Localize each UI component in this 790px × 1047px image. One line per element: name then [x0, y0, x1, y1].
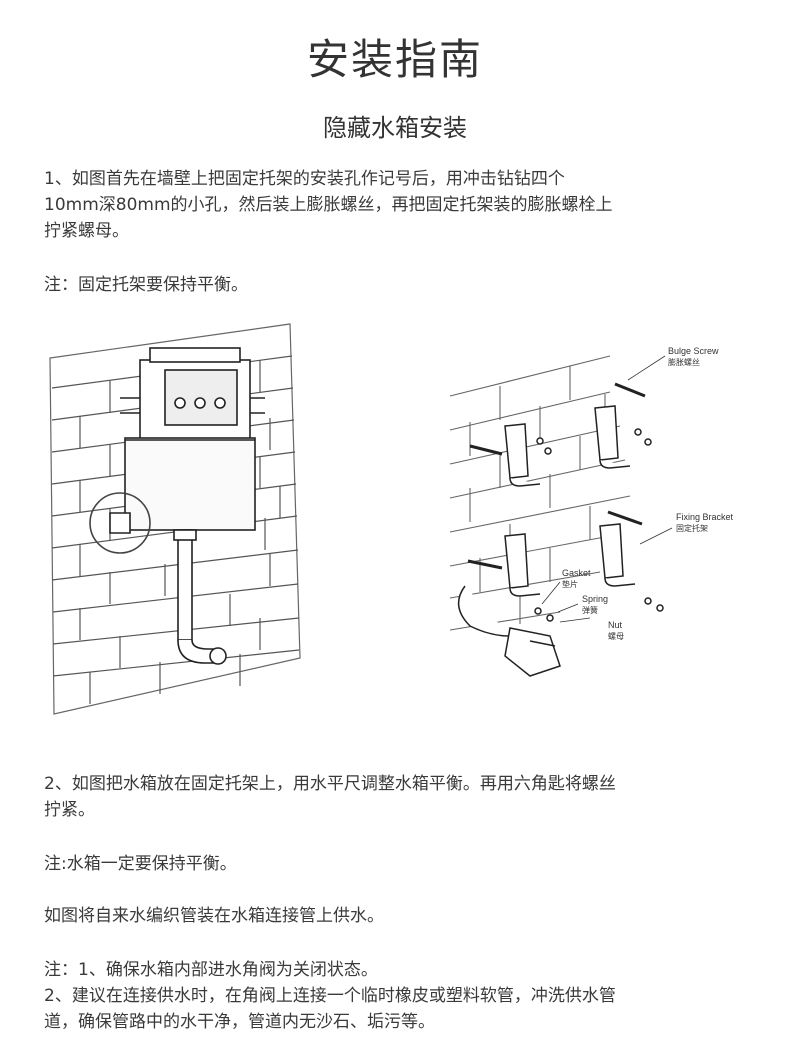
step-1-line-1: 1、如图首先在墙壁上把固定托架的安装孔作记号后，用冲击钻钻四个: [44, 169, 565, 189]
label-bulge-screw-en: Bulge Screw: [668, 346, 719, 356]
notes-3-paragraph: 注：1、确保水箱内部进水角阀为关闭状态。 2、建议在连接供水时，在角阀上连接一个…: [44, 957, 754, 1035]
notes-3-line-3: 道，确保管路中的水干净，管道内无沙石、垢污等。: [44, 1012, 435, 1032]
label-fixing-bracket-cn: 固定托架: [676, 523, 708, 533]
step-1-line-3: 拧紧螺母。: [44, 221, 129, 241]
step-2-paragraph: 2、如图把水箱放在固定托架上，用水平尺调整水箱平衡。再用六角匙将螺丝 拧紧。: [44, 771, 754, 823]
label-spring-cn: 弹簧: [582, 605, 598, 615]
label-fixing-bracket-en: Fixing Bracket: [676, 512, 734, 522]
notes-3-line-1: 注：1、确保水箱内部进水角阀为关闭状态。: [44, 960, 378, 980]
note-2: 注:水箱一定要保持平衡。: [44, 854, 237, 874]
note-1: 注：固定托架要保持平衡。: [44, 275, 248, 295]
bracket-diagram: Bulge Screw 膨胀螺丝 Fixing Bracket 固定托架 Gas…: [449, 346, 734, 677]
label-nut-en: Nut: [608, 620, 623, 630]
label-nut-cn: 螺母: [608, 631, 624, 641]
label-bulge-screw-cn: 膨胀螺丝: [668, 357, 700, 367]
installation-figure: Bulge Screw 膨胀螺丝 Fixing Bracket 固定托架 Gas…: [0, 318, 790, 723]
step-1-paragraph: 1、如图首先在墙壁上把固定托架的安装孔作记号后，用冲击钻钻四个 10mm深80m…: [44, 166, 754, 244]
label-gasket-en: Gasket: [562, 568, 591, 578]
step-2-line-2: 拧紧。: [44, 800, 95, 820]
notes-3-line-2: 2、建议在连接供水时，在角阀上连接一个临时橡皮或塑料软管，冲洗供水管: [44, 986, 616, 1006]
supply-instruction: 如图将自来水编织管装在水箱连接管上供水。: [44, 906, 384, 926]
label-gasket-cn: 垫片: [562, 579, 578, 589]
page-title: 安装指南: [306, 35, 483, 84]
tank-wall-diagram: [49, 323, 301, 715]
step-2-line-1: 2、如图把水箱放在固定托架上，用水平尺调整水箱平衡。再用六角匙将螺丝: [44, 774, 616, 794]
label-spring-en: Spring: [582, 594, 608, 604]
step-1-line-2: 10mm深80mm的小孔，然后装上膨胀螺丝，再把固定托架装的膨胀螺栓上: [44, 195, 613, 215]
section-subtitle: 隐藏水箱安装: [323, 114, 467, 142]
